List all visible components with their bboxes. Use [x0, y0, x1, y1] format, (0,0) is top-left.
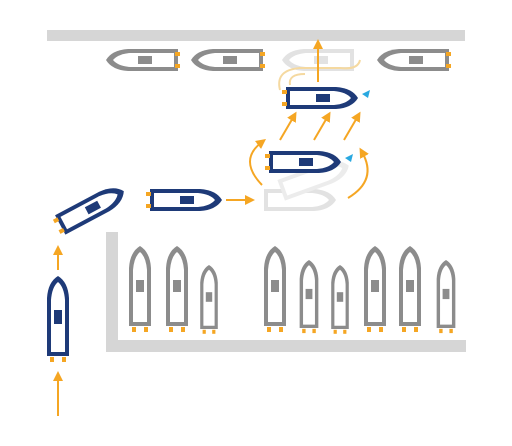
- dock-top: [47, 30, 465, 41]
- boat-icon-navy: [47, 276, 69, 362]
- arrow-icon: [347, 147, 369, 199]
- boat-icon-navy: [282, 87, 370, 109]
- docked-boats: [129, 246, 456, 334]
- arrow-icon: [249, 138, 266, 186]
- boat-icon-ghost: [282, 49, 354, 71]
- boat-icon: [191, 49, 265, 71]
- dock-bottom: [106, 340, 466, 352]
- boat-icon: [377, 49, 451, 71]
- boat-icon: [106, 49, 180, 71]
- boat-icon-navy: [146, 189, 222, 211]
- arrow-icon-group: [279, 111, 361, 141]
- boat-icon-navy: [265, 151, 353, 173]
- boat-icon-navy: [52, 181, 129, 235]
- dock-left: [106, 232, 118, 352]
- ghost-paths: [278, 59, 361, 91]
